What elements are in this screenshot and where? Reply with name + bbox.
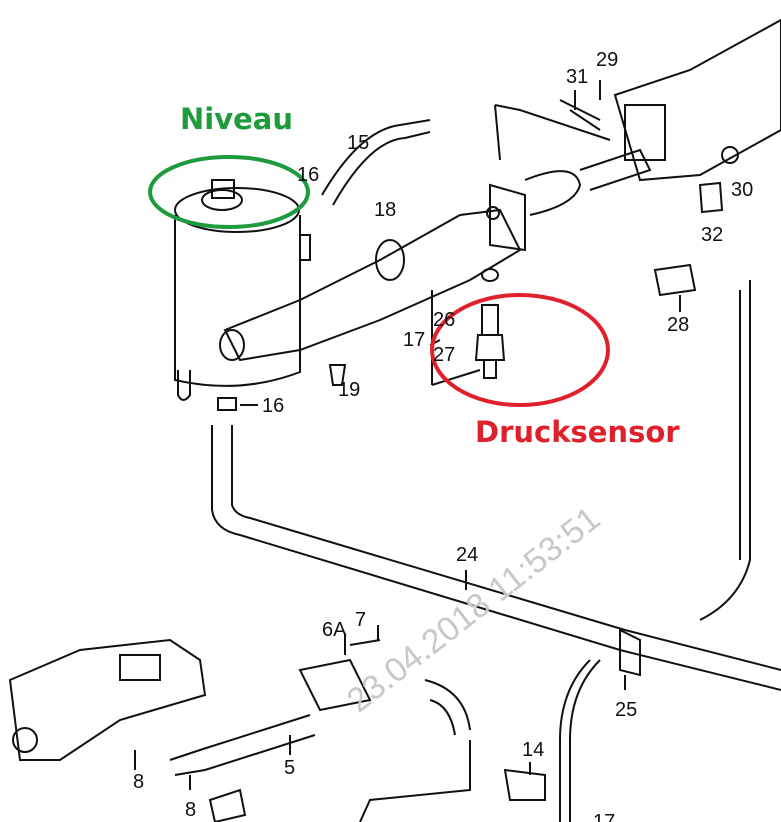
part-label: 7 [355, 609, 367, 631]
bolt-7 [349, 639, 381, 646]
part-label: 31 [566, 66, 589, 88]
return-line [699, 280, 751, 621]
reservoir [174, 179, 311, 401]
part-label: 32 [701, 224, 724, 246]
bolt-31 [569, 109, 601, 131]
hose-15 [321, 119, 431, 206]
power-steering-pump [8, 638, 207, 761]
part-label: 17 [593, 811, 616, 822]
part-label: 28 [667, 314, 690, 336]
drucksensor-highlight [430, 293, 610, 407]
clip-14 [503, 768, 546, 801]
bolt-19 [328, 364, 347, 386]
part-label: 29 [596, 49, 619, 71]
small-pipe [359, 740, 471, 822]
clamp-16 [217, 397, 237, 411]
part-label: 8 [185, 799, 197, 821]
part-label: 16 [297, 164, 320, 186]
part-label: 8 [133, 771, 145, 793]
part-label: 26 [433, 309, 456, 331]
clip-28 [653, 263, 697, 297]
part-label: 24 [456, 544, 479, 566]
part-label: 27 [433, 344, 456, 366]
pressure-sensor-part [474, 304, 506, 379]
part-label: 25 [615, 699, 638, 721]
part-label: 14 [522, 739, 545, 761]
hose-elbow [424, 679, 471, 736]
hose-5 [169, 714, 316, 776]
line-bottom [559, 659, 601, 822]
bracket-6a [298, 658, 372, 712]
niveau-label: Niveau [180, 102, 293, 136]
part-label: 15 [347, 132, 370, 154]
bolt-8 [208, 788, 247, 822]
part-label: 6A [322, 619, 347, 641]
part-label: 30 [731, 179, 754, 201]
part-label: 16 [262, 395, 285, 417]
bracket [559, 18, 781, 182]
clip-25 [619, 628, 641, 677]
part-label: 5 [284, 757, 296, 779]
hose-24 [211, 425, 781, 691]
niveau-highlight [148, 155, 310, 229]
nut-30 [721, 146, 739, 164]
drucksensor-label: Drucksensor [475, 415, 680, 449]
part-label: 18 [374, 199, 397, 221]
part-label: 17 [403, 329, 426, 351]
part-label: 19 [338, 379, 361, 401]
nut-32 [698, 181, 724, 214]
pipe [494, 104, 611, 161]
